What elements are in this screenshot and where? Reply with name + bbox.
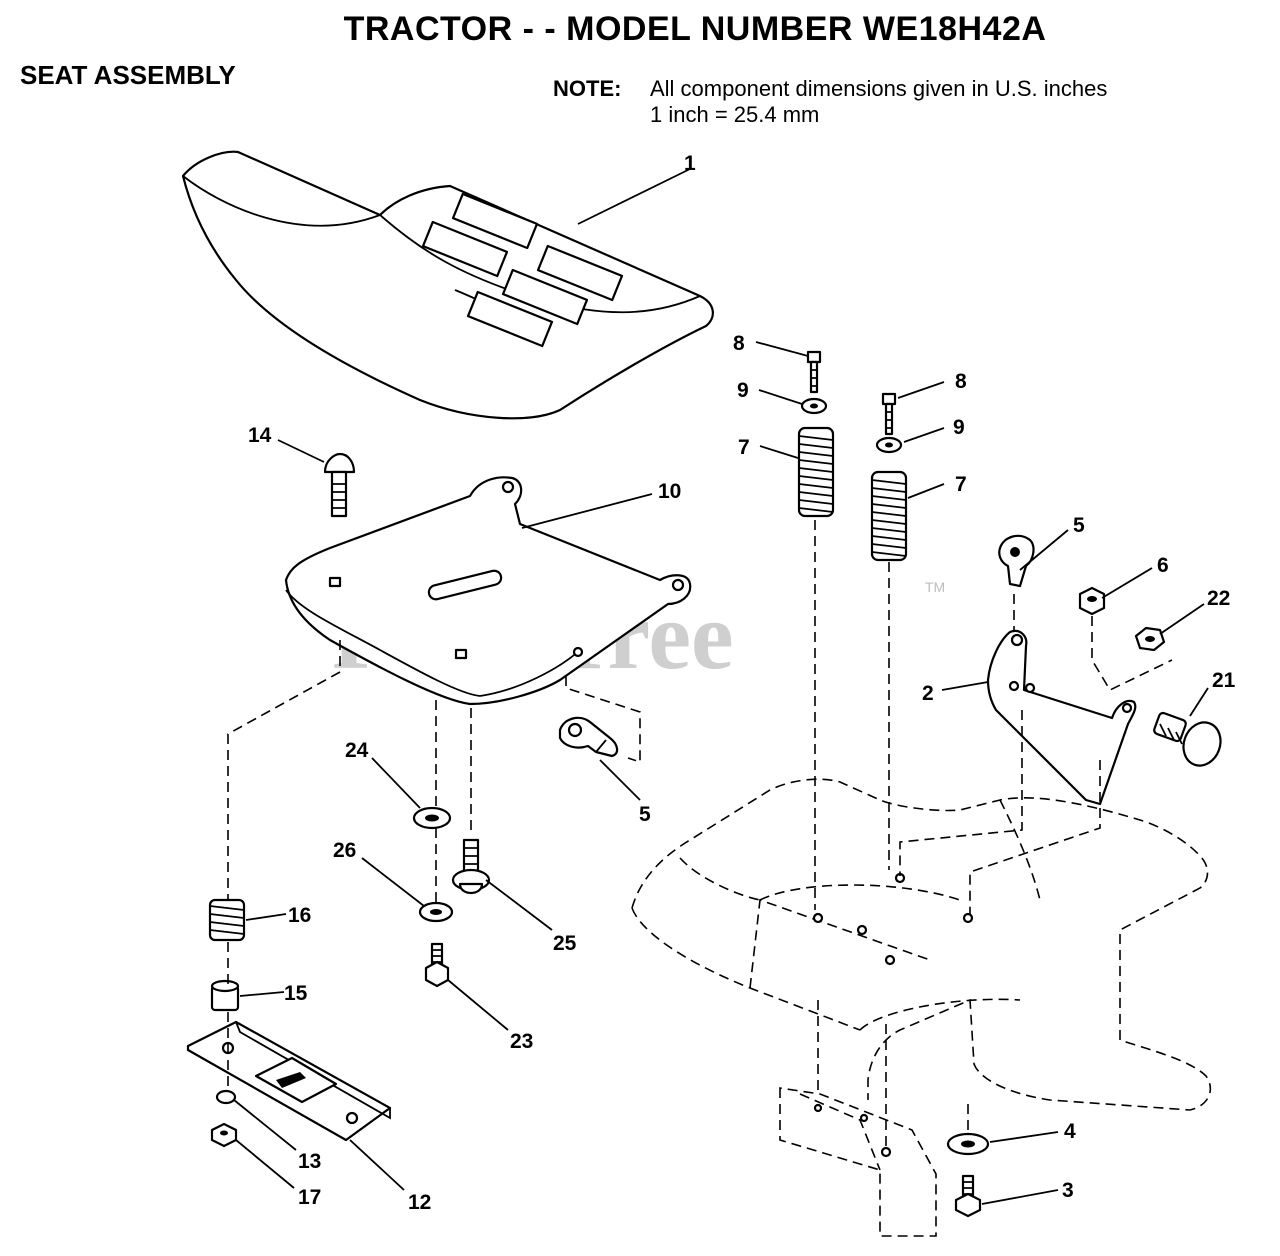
note-line-2: 1 inch = 25.4 mm bbox=[650, 102, 820, 127]
bolt-8-right-part bbox=[881, 392, 897, 436]
callout-2: 2 bbox=[922, 682, 934, 705]
callout-15: 15 bbox=[284, 982, 308, 1005]
clip-5-left-part bbox=[558, 716, 619, 758]
callout-13: 13 bbox=[298, 1150, 321, 1173]
callout-17: 17 bbox=[298, 1186, 321, 1209]
leader-lines bbox=[233, 167, 1209, 1205]
clip-5-right-part bbox=[998, 534, 1035, 588]
note-line-1: All component dimensions given in U.S. i… bbox=[650, 76, 1108, 101]
callout-14: 14 bbox=[248, 424, 272, 447]
callout-10: 10 bbox=[658, 480, 681, 503]
carriage-bolt-part bbox=[323, 452, 356, 518]
plate-12-part bbox=[186, 1020, 392, 1142]
nut-22-part bbox=[1134, 626, 1166, 652]
callout-1: 1 bbox=[684, 152, 696, 175]
callout-26: 26 bbox=[333, 839, 356, 862]
callout-16: 16 bbox=[288, 904, 311, 927]
spring-16-part bbox=[208, 898, 246, 942]
callout-24: 24 bbox=[345, 739, 369, 762]
nut-6-part bbox=[1078, 586, 1106, 616]
watermark-trademark: TM bbox=[925, 579, 945, 595]
bolt-3-part bbox=[954, 1174, 982, 1218]
tractor-frame bbox=[631, 778, 1212, 1237]
callout-21: 21 bbox=[1212, 669, 1236, 692]
note-label: NOTE: bbox=[553, 76, 622, 101]
section-title: SEAT ASSEMBLY bbox=[20, 60, 236, 90]
callout-6: 6 bbox=[1157, 554, 1169, 577]
washer-13-part bbox=[215, 1089, 237, 1105]
callout-3: 3 bbox=[1062, 1179, 1074, 1202]
callout-4: 4 bbox=[1064, 1120, 1076, 1143]
callout-5-left: 5 bbox=[639, 803, 651, 826]
spring-7-left-part bbox=[797, 426, 835, 518]
callout-22: 22 bbox=[1207, 587, 1230, 610]
callout-7-left: 7 bbox=[738, 436, 750, 459]
nut-17-part bbox=[210, 1122, 238, 1148]
spacer-15-part bbox=[210, 979, 240, 1012]
page-title: TRACTOR - - MODEL NUMBER WE18H42A bbox=[343, 10, 1047, 48]
callout-9-right: 9 bbox=[953, 416, 965, 439]
bracket-2-part bbox=[986, 629, 1137, 806]
bolt-23-part bbox=[424, 942, 450, 988]
callout-12: 12 bbox=[408, 1191, 431, 1214]
seat-pan-part bbox=[284, 476, 692, 706]
callout-labels: 1 8 9 7 8 9 7 14 10 5 6 22 2 21 5 24 26 … bbox=[248, 152, 1236, 1214]
seat-part bbox=[181, 150, 714, 420]
shoulder-bolt-21-part bbox=[1153, 711, 1222, 767]
callout-23: 23 bbox=[510, 1030, 533, 1053]
shoulder-bolt-25-part bbox=[451, 838, 491, 895]
alignment-lines bbox=[227, 520, 1173, 1150]
bolt-8-left-part bbox=[806, 350, 822, 394]
callout-5-right: 5 bbox=[1073, 514, 1085, 537]
callout-25: 25 bbox=[553, 932, 577, 955]
spring-7-right-part bbox=[870, 470, 908, 562]
callout-9-left: 9 bbox=[737, 379, 749, 402]
callout-7-right: 7 bbox=[955, 473, 967, 496]
callout-8-left: 8 bbox=[733, 332, 745, 355]
callout-8-right: 8 bbox=[955, 370, 967, 393]
